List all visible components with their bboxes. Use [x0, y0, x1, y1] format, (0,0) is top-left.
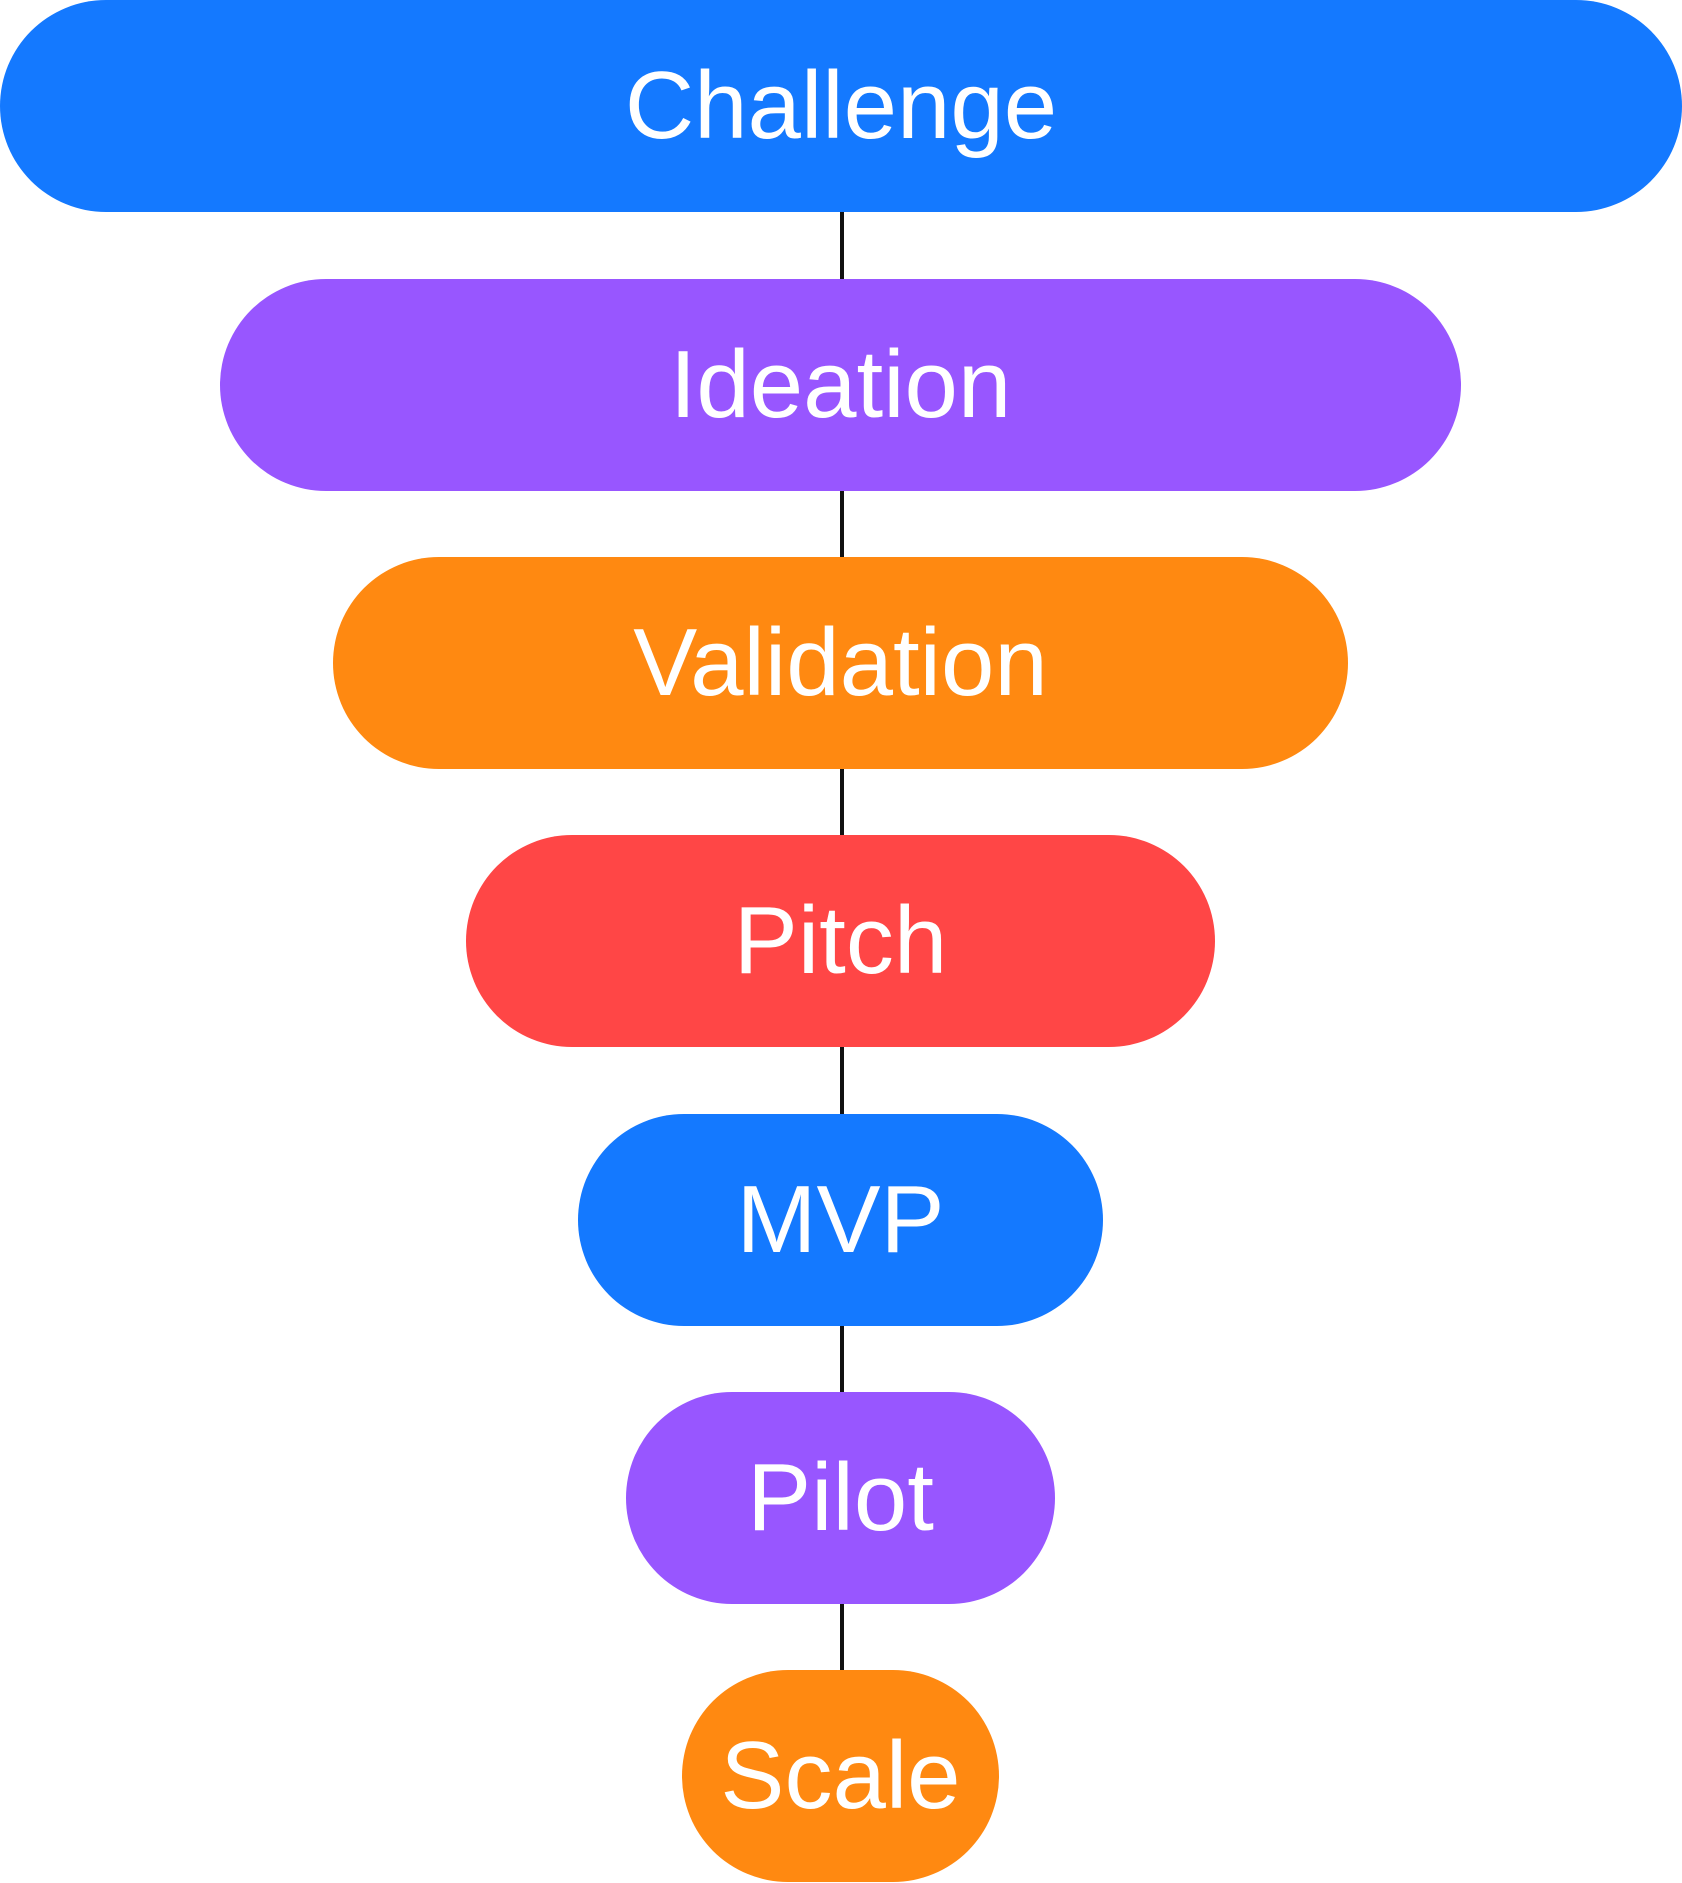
connector-line [840, 768, 844, 835]
stage-label: Challenge [624, 52, 1058, 159]
stage-pitch: Pitch [466, 835, 1215, 1047]
connector-line [840, 490, 844, 557]
connector-line [840, 212, 844, 279]
stage-label: Validation [633, 609, 1048, 716]
stage-label: Ideation [669, 331, 1012, 438]
stage-mvp: MVP [578, 1114, 1103, 1326]
stage-challenge: Challenge [0, 0, 1682, 212]
stage-label: Pitch [733, 887, 948, 994]
stage-pilot: Pilot [626, 1392, 1055, 1604]
connector-line [840, 1046, 844, 1114]
stage-label: Pilot [747, 1444, 934, 1551]
stage-ideation: Ideation [220, 279, 1461, 491]
stage-label: Scale [720, 1722, 961, 1829]
stage-label: MVP [736, 1166, 945, 1273]
stage-validation: Validation [333, 557, 1348, 769]
stage-scale: Scale [682, 1670, 999, 1882]
connector-line [840, 1325, 844, 1392]
connector-line [840, 1602, 844, 1670]
